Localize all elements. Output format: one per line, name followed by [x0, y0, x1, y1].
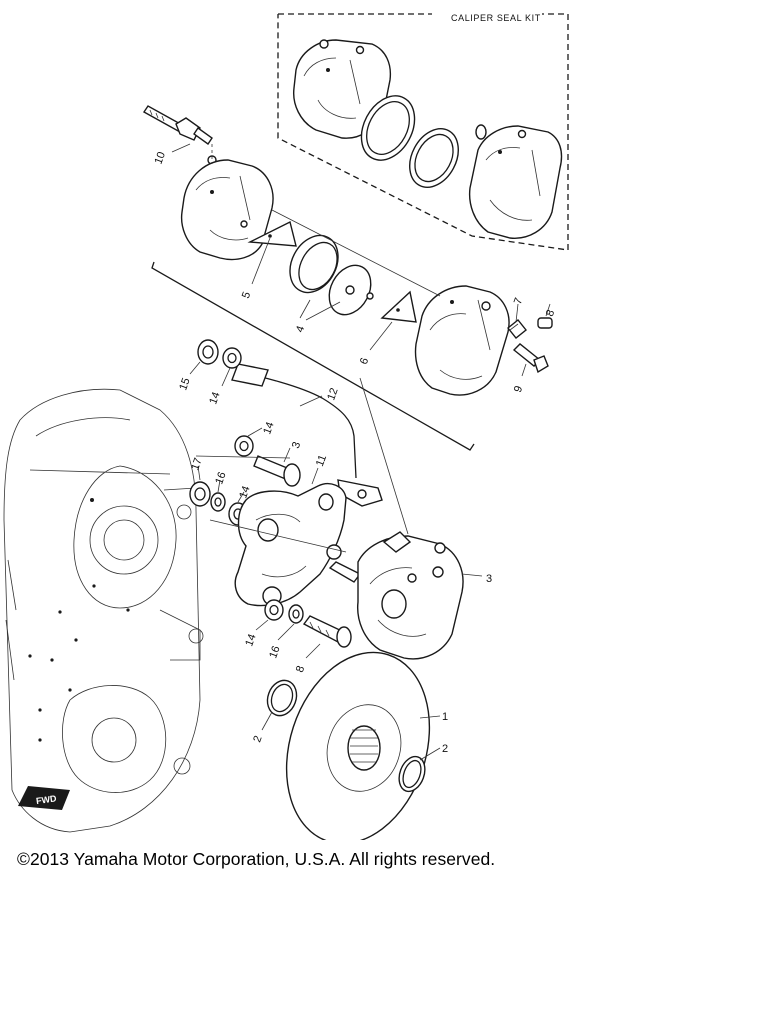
caliper-half-upper: [180, 159, 274, 261]
fwd-arrow-logo: FWD: [18, 786, 70, 810]
callout-14-upper: 14: [207, 390, 222, 406]
brake-hose-12: [231, 363, 383, 507]
callout-17: 17: [189, 456, 204, 472]
kit-piston-seal-small: [409, 128, 459, 188]
explosion-lines: [195, 144, 441, 553]
mounting-bolt-3: [253, 455, 301, 487]
bleeder-cap-8: [537, 317, 553, 329]
washer-16-upper: [210, 492, 226, 512]
callout-2-left: 2: [251, 734, 264, 744]
kit-caliper-half-right: [468, 125, 563, 239]
circlip-2-right: [398, 755, 426, 793]
caliper-assembly-3: [328, 531, 464, 660]
callout-14-mid: 14: [261, 420, 276, 436]
fwd-label: FWD: [35, 793, 57, 806]
circlip-2-left: [266, 679, 298, 717]
brake-assembly-diagram: CALIPER SEAL KIT: [3, 10, 569, 840]
caliper-bracket-11: [234, 482, 347, 607]
callout-8-lower: 8: [294, 664, 307, 674]
kit-o-ring: [475, 124, 487, 140]
callout-5: 5: [240, 290, 253, 300]
bolt-9: [512, 343, 549, 374]
callout-16-upper: 16: [213, 470, 228, 486]
bleeder-screw-7: [507, 319, 527, 339]
callout-10: 10: [153, 150, 168, 166]
callout-1: 1: [442, 711, 448, 723]
callout-16-lower: 16: [267, 644, 282, 660]
copyright-notice: ©2013 Yamaha Motor Corporation, U.S.A. A…: [17, 849, 496, 869]
kit-piston-seal-large: [360, 95, 416, 161]
callout-3-right: 3: [486, 573, 492, 585]
callout-14-stack: 14: [237, 484, 252, 500]
callout-3-upper: 3: [290, 440, 303, 450]
callout-14-lower: 14: [243, 632, 258, 648]
caliper-exploded-group: [142, 105, 553, 451]
washer-16-lower: [288, 604, 304, 624]
caliper-half-lower: [414, 285, 510, 396]
washer-14-mid: [234, 435, 254, 457]
crankcase-outline: [3, 388, 204, 833]
brake-disc-1: [285, 651, 431, 840]
washer-14-lower: [264, 599, 284, 621]
bolt-8-lower: [302, 615, 352, 648]
caliper-bolt-10: [142, 105, 217, 165]
callouts: 10 5 4 6 7 8 9 15 14 12 14 3 11 17 16 14: [153, 143, 557, 761]
washer-14-upper: [222, 347, 242, 369]
spacer-17: [189, 481, 211, 507]
callout-12: 12: [325, 386, 340, 402]
nut-15: [197, 339, 219, 365]
callout-9: 9: [512, 384, 525, 394]
caliper-seal-kit-label: CALIPER SEAL KIT: [451, 13, 541, 23]
pad-shim-5: [247, 220, 297, 247]
pad-shim-6: [380, 290, 417, 323]
caliper-seal-kit-box: CALIPER SEAL KIT: [277, 10, 569, 251]
callout-2-right: 2: [442, 743, 448, 755]
callout-7: 7: [512, 296, 525, 306]
callout-8-upper: 8: [544, 308, 557, 318]
callout-4: 4: [294, 324, 307, 334]
kit-caliper-half-left: [293, 39, 392, 139]
callout-11: 11: [314, 453, 329, 468]
callout-15: 15: [177, 376, 192, 392]
callout-6: 6: [358, 356, 371, 366]
